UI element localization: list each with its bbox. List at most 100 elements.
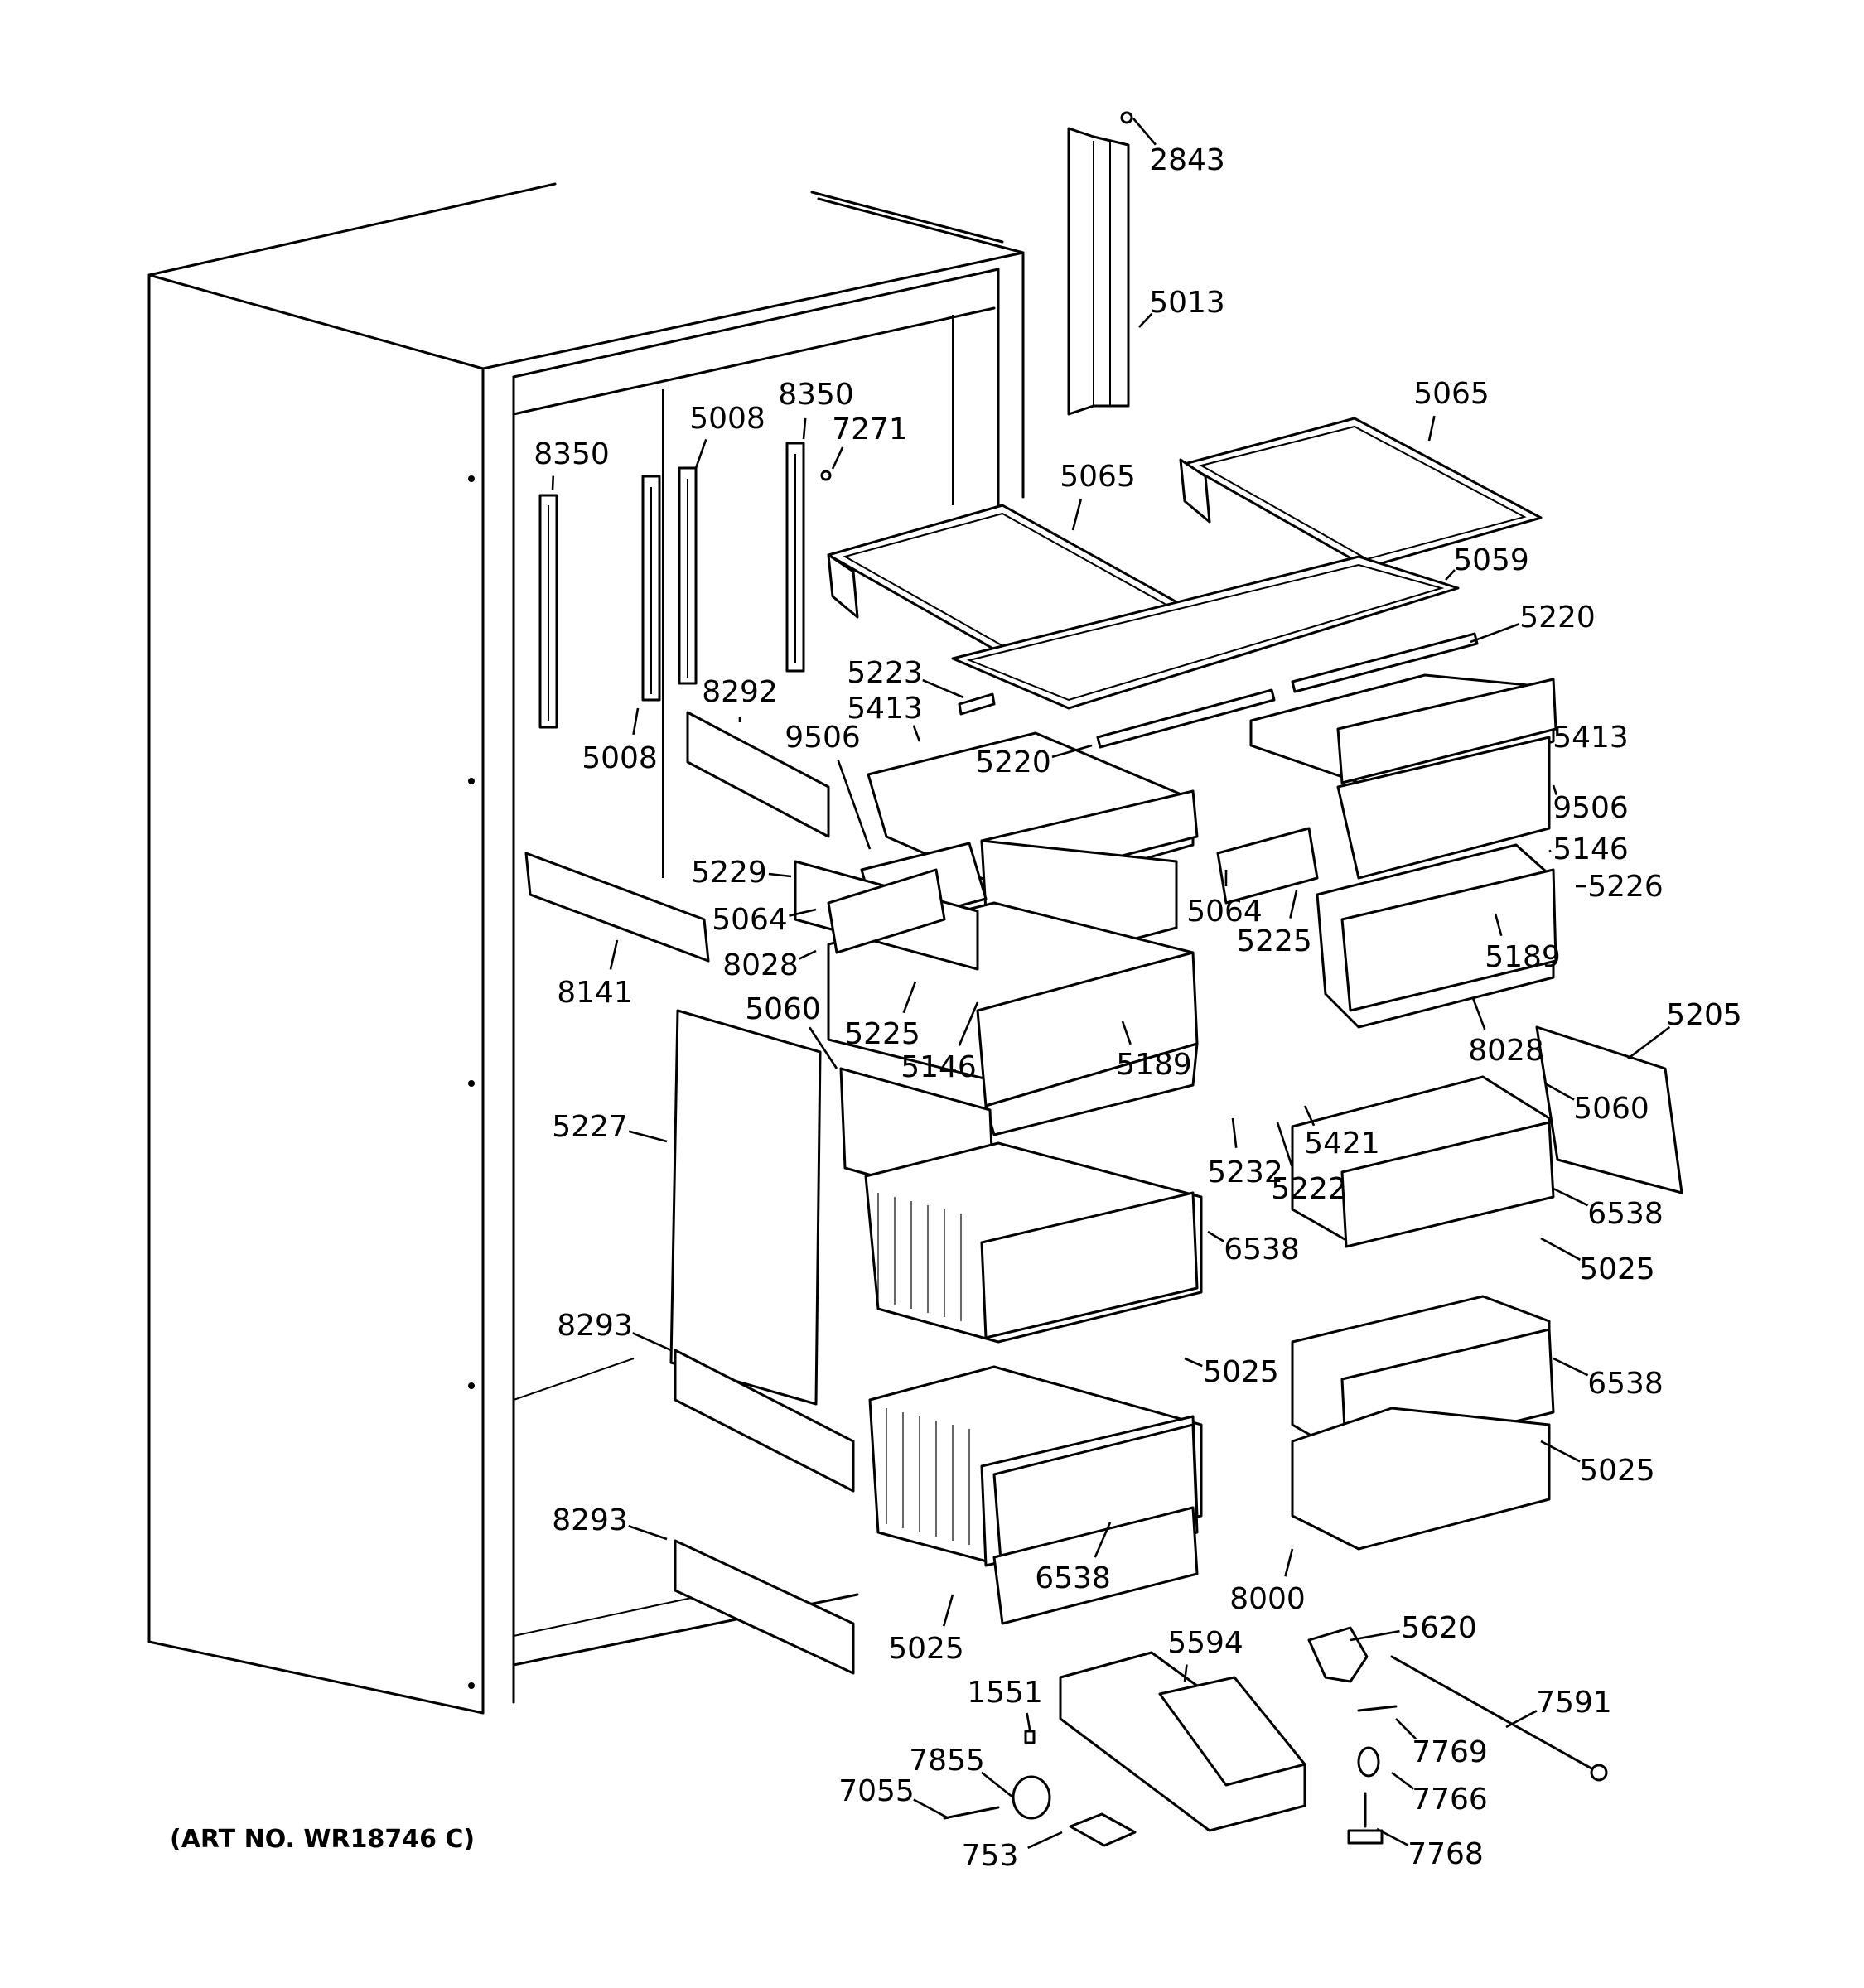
callout-label: 5189 bbox=[1116, 1048, 1192, 1082]
callout-label: 5189 bbox=[1485, 940, 1561, 974]
leader-line bbox=[922, 678, 964, 699]
leader-line bbox=[632, 1332, 672, 1352]
callout-label: 5060 bbox=[745, 992, 821, 1026]
leader-line bbox=[768, 872, 792, 878]
callout-label: 5064 bbox=[1186, 895, 1263, 929]
callout-label: 5064 bbox=[712, 903, 788, 937]
callout-label: 9506 bbox=[1553, 791, 1629, 825]
leader-line bbox=[798, 949, 817, 960]
door-trim-strip bbox=[1067, 111, 1133, 416]
leader-line bbox=[1026, 1712, 1031, 1730]
callout-label: 5065 bbox=[1413, 377, 1490, 411]
callout-label: 753 bbox=[962, 1839, 1019, 1873]
callout-label: 5223 bbox=[847, 656, 923, 690]
callout-label: 5620 bbox=[1401, 1611, 1477, 1645]
callout-label: 5229 bbox=[691, 856, 767, 890]
leader-line bbox=[1132, 118, 1157, 146]
leader-line bbox=[1027, 1831, 1063, 1849]
callout-leaders bbox=[551, 118, 1671, 1849]
leader-line bbox=[632, 707, 640, 736]
callout-label: 5008 bbox=[582, 741, 658, 775]
callout-label: 5413 bbox=[1553, 721, 1629, 755]
leader-line bbox=[802, 417, 807, 440]
art-number: (ART NO. WR18746 C) bbox=[170, 1825, 475, 1854]
leader-line bbox=[1071, 498, 1083, 531]
leader-line bbox=[1627, 1025, 1671, 1060]
callout-label: 5025 bbox=[888, 1632, 964, 1666]
callout-label: 5220 bbox=[975, 746, 1051, 779]
callout-label: 5025 bbox=[1579, 1454, 1655, 1488]
callout-label: 5146 bbox=[1553, 832, 1629, 866]
callout-label: 8293 bbox=[552, 1503, 628, 1537]
leader-line bbox=[1094, 1522, 1112, 1558]
leader-line bbox=[1505, 1710, 1538, 1729]
callout-label: 1551 bbox=[967, 1676, 1043, 1710]
leader-line bbox=[1540, 1440, 1581, 1463]
leader-line bbox=[1303, 1105, 1316, 1127]
callout-label: 5220 bbox=[1519, 601, 1596, 635]
leader-line bbox=[1540, 1237, 1582, 1261]
leader-line bbox=[1138, 312, 1153, 328]
leader-line bbox=[789, 908, 817, 917]
leader-line bbox=[1553, 1357, 1589, 1377]
leader-line bbox=[628, 1130, 668, 1143]
slide-panels bbox=[524, 852, 1683, 1406]
callout-label: 8292 bbox=[702, 675, 778, 709]
callout-label: 7271 bbox=[832, 413, 908, 446]
base-rails bbox=[674, 711, 855, 1675]
leader-line bbox=[1391, 1771, 1415, 1790]
leader-line bbox=[1284, 1548, 1294, 1577]
callout-label: 7768 bbox=[1408, 1837, 1484, 1871]
lower-drawers bbox=[864, 1075, 1555, 1625]
callout-label: 5226 bbox=[1587, 870, 1664, 904]
callout-label: 5059 bbox=[1453, 543, 1529, 577]
callout-label: 7769 bbox=[1412, 1735, 1488, 1769]
leader-line bbox=[1427, 415, 1436, 442]
callout-label: 8350 bbox=[534, 437, 610, 471]
callout-label: 5232 bbox=[1207, 1156, 1283, 1189]
callout-label: 8028 bbox=[722, 948, 799, 982]
leader-line bbox=[1553, 1187, 1589, 1207]
callout-label: 5146 bbox=[901, 1050, 977, 1084]
callout-label: 6538 bbox=[1587, 1197, 1664, 1231]
leader-line bbox=[902, 981, 917, 1014]
callout-label: 5205 bbox=[1666, 998, 1742, 1032]
leader-line bbox=[1548, 849, 1552, 853]
callout-label: 8293 bbox=[557, 1309, 633, 1343]
leader-line bbox=[913, 1798, 949, 1820]
callout-label: 5008 bbox=[689, 402, 765, 436]
callout-label: 8350 bbox=[778, 378, 854, 412]
leader-line bbox=[1231, 1117, 1238, 1148]
leader-line bbox=[1395, 1718, 1417, 1740]
leader-line bbox=[1183, 1664, 1188, 1682]
leader-line bbox=[1494, 913, 1503, 937]
leader-line bbox=[1121, 1021, 1132, 1045]
callout-label: 6538 bbox=[1035, 1561, 1111, 1595]
leader-line bbox=[1470, 623, 1520, 644]
callout-label: 5013 bbox=[1149, 286, 1225, 320]
callout-label: 5421 bbox=[1304, 1127, 1380, 1160]
callout-label: 8028 bbox=[1468, 1034, 1544, 1068]
callout-label: 7855 bbox=[909, 1744, 985, 1778]
shelf-rails bbox=[538, 442, 832, 729]
leader-line bbox=[837, 760, 872, 850]
callout-label: 5065 bbox=[1060, 460, 1136, 494]
callout-label: 9506 bbox=[785, 721, 861, 755]
callout-label: 2843 bbox=[1149, 143, 1225, 177]
leader-line bbox=[1184, 1357, 1203, 1368]
callout-label: 5225 bbox=[844, 1017, 920, 1051]
callout-label: 5025 bbox=[1579, 1252, 1655, 1286]
leader-line bbox=[1544, 1082, 1575, 1101]
leader-line bbox=[1376, 1827, 1409, 1846]
leader-line bbox=[1471, 997, 1486, 1030]
leader-line bbox=[809, 1026, 838, 1069]
callout-label: 7766 bbox=[1412, 1783, 1488, 1817]
leader-line bbox=[1276, 1122, 1293, 1167]
callout-label: 8141 bbox=[557, 976, 633, 1010]
callout-label: 5025 bbox=[1203, 1355, 1279, 1389]
hardware-parts bbox=[943, 1626, 1608, 1847]
callout-label: 6538 bbox=[1224, 1233, 1300, 1267]
